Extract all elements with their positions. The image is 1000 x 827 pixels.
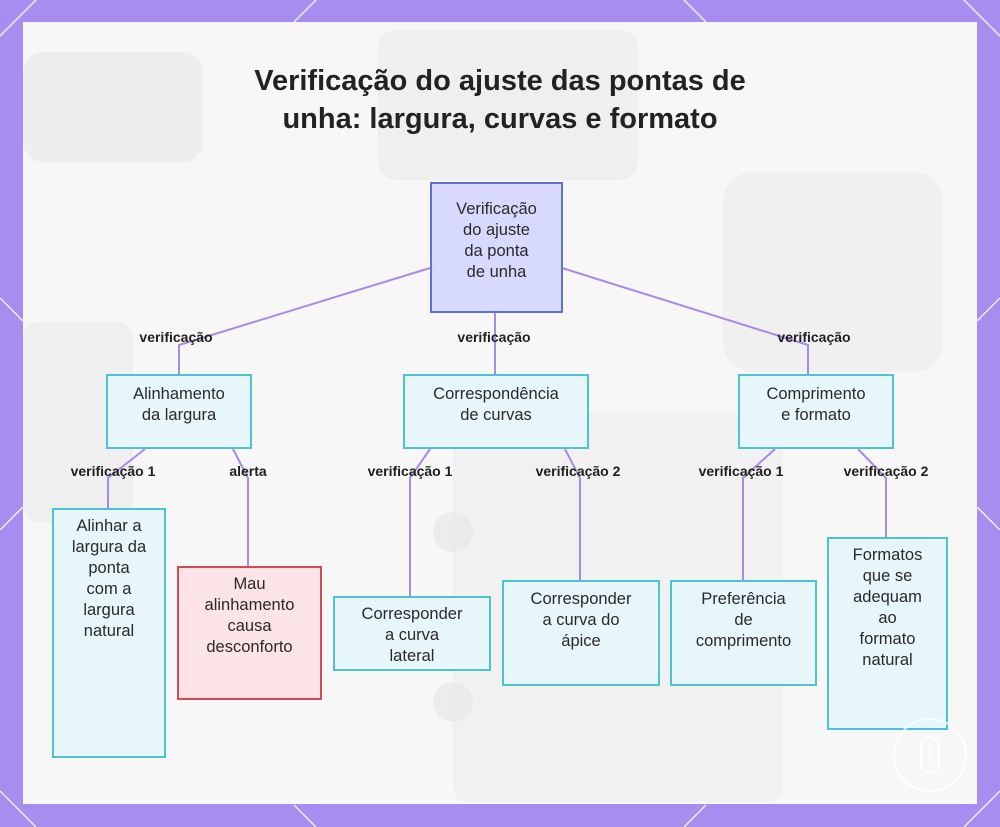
connector-curves-to-lateral [409,448,431,596]
misalignment-alert-label: Mau alinhamento causa desconforto [204,575,295,656]
curve-matching-node: Correspondência de curvas [403,374,589,449]
connector-width-to-align [107,448,146,508]
length-shape-node: Comprimento e formato [738,374,894,449]
root-node-label: Verificação do ajuste da ponta de unha [456,199,537,281]
watermark-logo-icon [893,718,967,792]
misalignment-alert-node: Mau alinhamento causa desconforto [177,566,322,700]
connector-length-to-shapes [857,448,887,537]
apex-curve-node: Corresponder a curva do ápice [502,580,660,686]
natural-shapes-node: Formatos que se adequam ao formato natur… [827,537,948,730]
align-width-label: Alinhar a largura da ponta com a largura… [71,517,147,640]
edge-label-length-preference: verificação 1 [698,463,784,479]
length-preference-node: Preferência de comprimento [670,580,817,686]
connector-width-to-alert [232,448,249,566]
edge-label-lateral-curve: verificação 1 [367,463,453,479]
edge-label-alert: alerta [229,463,267,479]
edge-label-natural-shapes: verificação 2 [843,463,929,479]
apex-curve-label: Corresponder a curva do ápice [530,590,632,650]
edge-label-length: verificação [777,329,851,345]
lateral-curve-node: Corresponder a curva lateral [333,596,491,671]
edge-label-curves: verificação [457,329,531,345]
edge-label-apex-curve: verificação 2 [535,463,621,479]
align-width-node: Alinhar a largura da ponta com a largura… [52,508,166,758]
title-line-2: unha: largura, curvas e formato [282,103,718,135]
edge-label-align-width: verificação 1 [70,463,156,479]
width-alignment-node: Alinhamento da largura [106,374,252,449]
connector-root-to-width [178,267,431,374]
length-shape-label: Comprimento e formato [766,385,866,424]
length-preference-label: Preferência de comprimento [695,590,792,650]
edge-label-width: verificação [139,329,213,345]
root-node: Verificação do ajuste da ponta de unha [430,182,563,313]
connector-curves-to-apex [564,448,581,580]
diagram-title: Verificação do ajuste das pontas de unha… [0,62,1000,138]
curve-matching-label: Correspondência de curvas [433,385,559,424]
connector-length-to-preference [742,448,776,580]
width-alignment-label: Alinhamento da largura [133,385,225,424]
title-line-1: Verificação do ajuste das pontas de [254,65,746,97]
natural-shapes-label: Formatos que se adequam ao formato natur… [852,546,923,669]
connector-root-to-length [561,267,809,374]
lateral-curve-label: Corresponder a curva lateral [361,605,463,665]
